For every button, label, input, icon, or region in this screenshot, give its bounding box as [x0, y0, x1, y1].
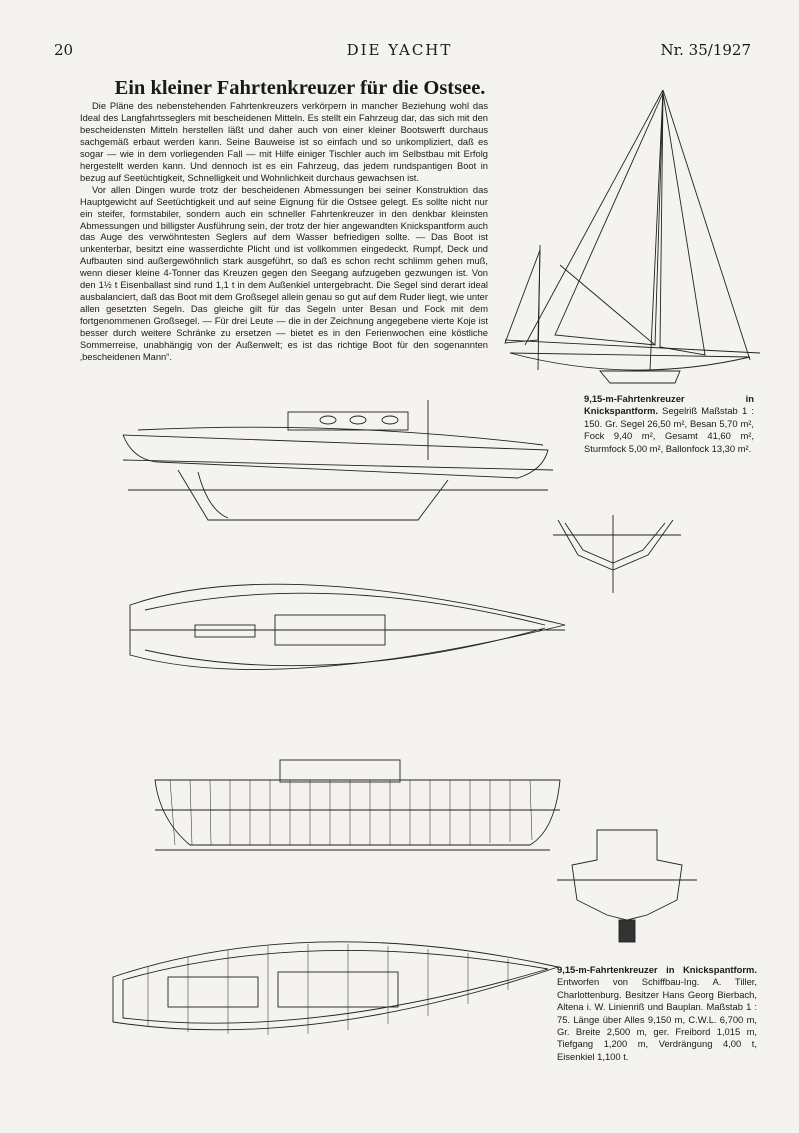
article-title: Ein kleiner Fahrtenkreuzer für die Ostse… — [114, 77, 486, 99]
page-number: 20 — [54, 41, 74, 59]
article-paragraph: Vor allen Dingen wurde trotz der beschei… — [80, 184, 488, 363]
article-body: Die Pläne des nebenstehenden Fahrtenkreu… — [80, 101, 488, 364]
article-paragraph: Die Pläne des nebenstehenden Fahrtenkreu… — [80, 101, 488, 183]
caption-heading: 9,15-m-Fahrtenkreuzer in Knickspantform. — [584, 393, 754, 417]
sail-plan-drawing — [504, 89, 761, 384]
deck-plan-drawing — [129, 583, 566, 670]
construction-plan-drawing — [112, 941, 560, 1035]
caption-text: Entworfen von Schiffbau-Ing. A. Tiller, … — [557, 976, 757, 1062]
sail-plan-caption: 9,15-m-Fahrtenkreuzer in Knickspantform.… — [584, 393, 754, 455]
midship-section-drawing — [557, 829, 697, 943]
construction-profile-drawing — [154, 759, 561, 851]
running-title: DIE YACHT — [346, 41, 453, 59]
caption-heading: 9,15-m-Fahrtenkreuzer in Knickspantform. — [557, 964, 757, 975]
caption-text: Segelriß Maßstab 1 : 150. Gr. Segel 26,5… — [584, 405, 754, 454]
hull-profile-drawing — [122, 400, 554, 521]
lines-plan-caption: 9,15-m-Fahrtenkreuzer in Knickspantform.… — [557, 964, 757, 1063]
body-plan-drawing — [553, 515, 681, 593]
issue-number: Nr. 35/1927 — [660, 41, 752, 59]
